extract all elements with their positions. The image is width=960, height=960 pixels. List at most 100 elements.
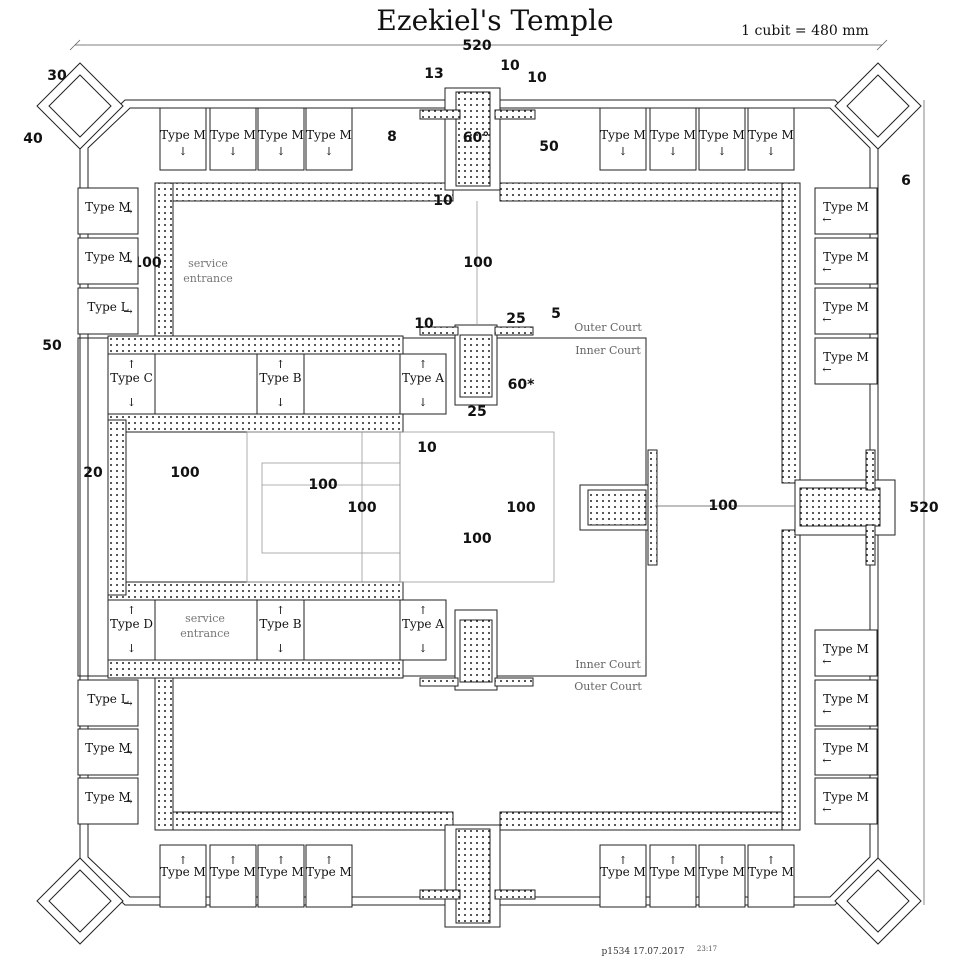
- room-box: [209, 107, 257, 171]
- down-arrow-icon: ↓: [127, 396, 136, 409]
- room-label: Type M: [748, 128, 794, 142]
- down-arrow-icon: ↓: [418, 642, 427, 655]
- up-arrow-icon: ↑: [178, 854, 187, 867]
- footer-plate: p1534 17.07.2017: [601, 947, 684, 957]
- room-label: Type M: [85, 250, 131, 264]
- right-arrow-icon: →: [123, 305, 132, 318]
- room-type-m: Type M↑: [257, 844, 305, 908]
- overall-dimensions: [69, 39, 925, 905]
- room-box: [698, 844, 746, 908]
- down-arrow-icon: ↓: [276, 145, 285, 158]
- down-arrow-icon: ↓: [276, 642, 285, 655]
- label-outer-court-bottom: Outer Court: [574, 680, 642, 693]
- chamber-rooms: Type M↓Type M↓Type M↓Type M↓Type M↓Type …: [77, 107, 878, 908]
- room-box: [399, 353, 447, 415]
- room-type-m: Type M←: [814, 187, 878, 235]
- room-type-a: Type A ↓ ↑: [399, 353, 447, 415]
- room-box: [814, 187, 878, 235]
- label-outer-court-top: Outer Court: [574, 321, 642, 334]
- dim-gate-offset: 13: [424, 66, 443, 82]
- room-box: [159, 844, 207, 908]
- dim-pavement: 50: [42, 338, 62, 354]
- up-arrow-icon: ↑: [418, 604, 427, 617]
- room-type-m: Type M→: [77, 777, 139, 825]
- right-arrow-icon: →: [123, 697, 132, 710]
- room-type-m: Type M↑: [159, 844, 207, 908]
- room-type-m: Type M←: [814, 679, 878, 727]
- label-inner-court-top: Inner Court: [575, 344, 641, 357]
- room-label: Type M: [258, 865, 304, 879]
- left-arrow-icon: ←: [822, 655, 831, 668]
- room-label: Type M: [823, 692, 869, 706]
- room-box: [814, 679, 878, 727]
- dim-right-edge: 6: [901, 173, 911, 189]
- left-arrow-icon: ←: [822, 313, 831, 326]
- up-arrow-icon: ↑: [766, 854, 775, 867]
- dim-left-chamber: 100: [132, 255, 161, 271]
- room-label: Type M: [823, 250, 869, 264]
- room-type-m: Type M↓: [305, 107, 353, 171]
- room-type-m: Type M↓: [698, 107, 746, 171]
- room-box: [747, 107, 795, 171]
- up-arrow-icon: ↑: [418, 358, 427, 371]
- gate-north-inner: [419, 324, 534, 406]
- room-type-m: Type M←: [814, 777, 878, 825]
- room-label: Type M: [823, 741, 869, 755]
- room-label: Type B: [259, 371, 301, 385]
- chamber-blocks: [107, 335, 447, 679]
- room-label: Type A: [402, 371, 444, 385]
- dim-inner-gate-step2: 10: [417, 440, 437, 456]
- room-type-m: Type M ↓: [747, 107, 795, 171]
- room-label: Type L: [87, 692, 128, 706]
- gate-north-outer: [419, 87, 536, 191]
- gate-south-outer: [419, 824, 536, 928]
- left-arrow-icon: ←: [822, 213, 831, 226]
- room-label: Type M: [650, 865, 696, 879]
- room-type-b: Type B↓↑: [256, 599, 305, 661]
- dim-east-gap: 100: [708, 498, 737, 514]
- right-arrow-icon: →: [123, 255, 132, 268]
- room-label: Type M: [160, 865, 206, 879]
- room-box: [814, 337, 878, 385]
- room-type-m: Type M↑: [305, 844, 353, 908]
- room-label: Type M: [258, 128, 304, 142]
- down-arrow-icon: ↓: [324, 145, 333, 158]
- room-label: Type L: [87, 300, 128, 314]
- room-label: Type M: [823, 350, 869, 364]
- right-arrow-icon: →: [123, 746, 132, 759]
- dim-altar-court-w: 100: [462, 531, 491, 547]
- room-label: Type M: [823, 790, 869, 804]
- service-entrance-top-line1: service: [188, 257, 228, 270]
- down-arrow-icon: ↓: [178, 145, 187, 158]
- room-label: Type M: [85, 741, 131, 755]
- dim-inner-gate-width2: 25: [467, 404, 486, 420]
- room-box: [698, 107, 746, 171]
- room-label: Type M: [823, 300, 869, 314]
- down-arrow-icon: ↓: [766, 145, 775, 158]
- dim-gate-depth: 50: [539, 139, 559, 155]
- down-arrow-icon: ↓: [618, 145, 627, 158]
- room-label: Type M: [160, 128, 206, 142]
- room-box: [814, 777, 878, 825]
- room-type-m: Type M←: [814, 337, 878, 385]
- room-type-m: Type M↓: [209, 107, 257, 171]
- gate-east-outer: [794, 449, 896, 566]
- room-type-m: Type M ↓: [159, 107, 207, 171]
- up-arrow-icon: ↑: [618, 854, 627, 867]
- page-title: Ezekiel's Temple: [376, 4, 613, 37]
- down-arrow-icon: ↓: [276, 396, 285, 409]
- room-type-m: Type M←: [814, 629, 878, 677]
- room-box: [814, 728, 878, 776]
- dim-outer-court-span: 100: [463, 255, 492, 271]
- dim-overall-height: 520: [909, 500, 938, 516]
- room-type-m: Type M↓: [649, 107, 697, 171]
- room-box: [305, 844, 353, 908]
- right-arrow-icon: →: [123, 205, 132, 218]
- room-type-a: Type A↓↑: [399, 599, 447, 661]
- room-box: [257, 844, 305, 908]
- room-type-m: Type M ↓: [257, 107, 305, 171]
- right-arrow-icon: →: [123, 795, 132, 808]
- room-box: [77, 777, 139, 825]
- room-box: [599, 844, 647, 908]
- down-arrow-icon: ↓: [418, 396, 427, 409]
